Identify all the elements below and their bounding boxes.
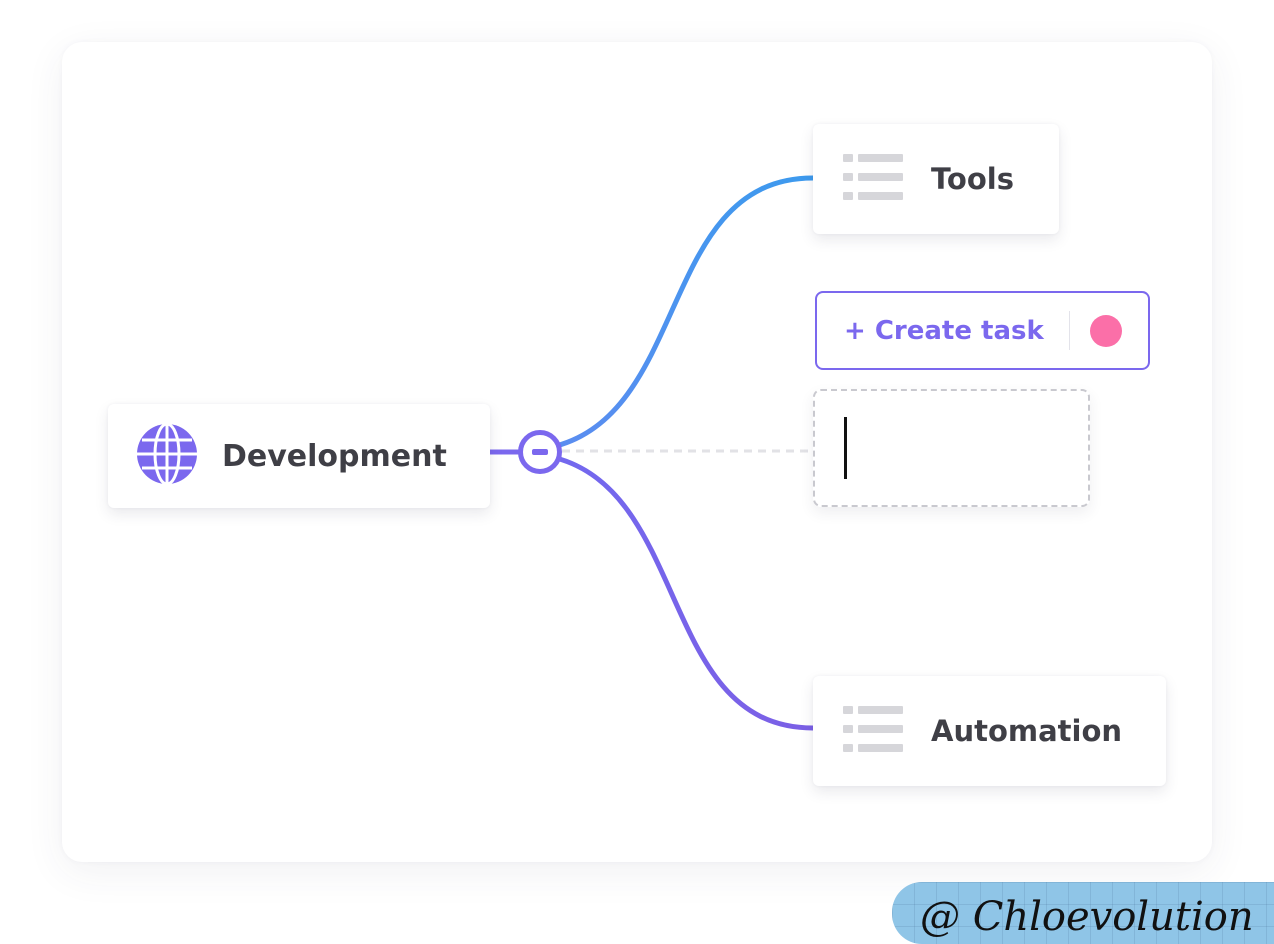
globe-icon (136, 422, 198, 489)
branch-line-tools (553, 175, 816, 449)
collapse-toggle-button[interactable] (518, 430, 562, 474)
divider (1069, 311, 1070, 350)
new-node-input[interactable] (813, 389, 1090, 507)
node-label: Development (222, 438, 447, 474)
minus-icon (532, 449, 548, 455)
branch-line-automation (553, 455, 816, 731)
create-task-label: + Create task (844, 315, 1044, 346)
list-icon (843, 153, 903, 205)
child-node-tools[interactable]: Tools (813, 124, 1059, 234)
node-label: Automation (931, 714, 1123, 748)
child-node-automation[interactable]: Automation (813, 676, 1166, 786)
text-cursor (844, 417, 847, 479)
watermark-text: @ Chloevolution (920, 894, 1254, 940)
node-label: Tools (931, 162, 1014, 196)
list-icon (843, 705, 903, 757)
create-task-button[interactable]: + Create task (815, 291, 1150, 370)
color-dot-button[interactable] (1090, 315, 1122, 347)
watermark: @ Chloevolution (892, 882, 1274, 944)
root-node-development[interactable]: Development (108, 404, 490, 508)
